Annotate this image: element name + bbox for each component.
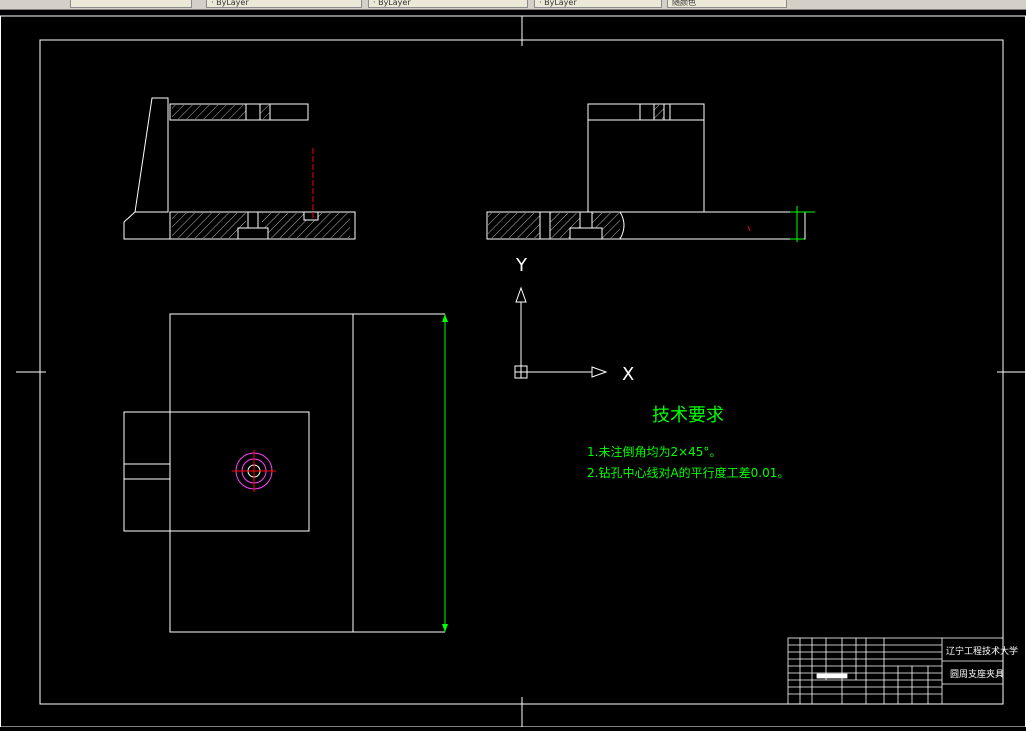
plotstyle-dropdown[interactable]: 随颜色 — [667, 0, 787, 8]
layer-dropdown[interactable] — [70, 0, 192, 8]
sheet-outer-border — [0, 15, 1026, 728]
center-marks — [16, 16, 1026, 727]
front-view — [123, 97, 356, 240]
bore-circle-marks — [232, 450, 276, 492]
properties-toolbar: · ByLayer · ByLayer · ByLayer 随颜色 — [0, 0, 1026, 10]
tech-line-2: 2.钻孔中心线对A的平行度工差0.01。 — [587, 465, 789, 480]
side-view — [486, 103, 815, 242]
linetype-dropdown[interactable]: · ByLayer — [368, 0, 528, 8]
ucs-icon: Y X — [514, 255, 634, 385]
tech-title: 技术要求 — [652, 405, 724, 426]
color-dropdown[interactable]: · ByLayer — [206, 0, 362, 8]
top-view — [123, 313, 448, 633]
title-block — [787, 637, 1004, 705]
school-name: 辽宁工程技术大学 — [946, 645, 1018, 657]
drawing-canvas[interactable]: Y X 技术要求 1.未注倒角均为2×45°。 2.钻孔中心线对A的平行度工差0… — [0, 10, 1026, 728]
ucs-x-label: X — [622, 364, 634, 385]
ucs-y-label: Y — [515, 255, 528, 276]
tech-line-1: 1.未注倒角均为2×45°。 — [587, 444, 721, 459]
lineweight-dropdown[interactable]: · ByLayer — [534, 0, 662, 8]
drawing-name: 圆周支座夹具 — [950, 668, 1004, 680]
